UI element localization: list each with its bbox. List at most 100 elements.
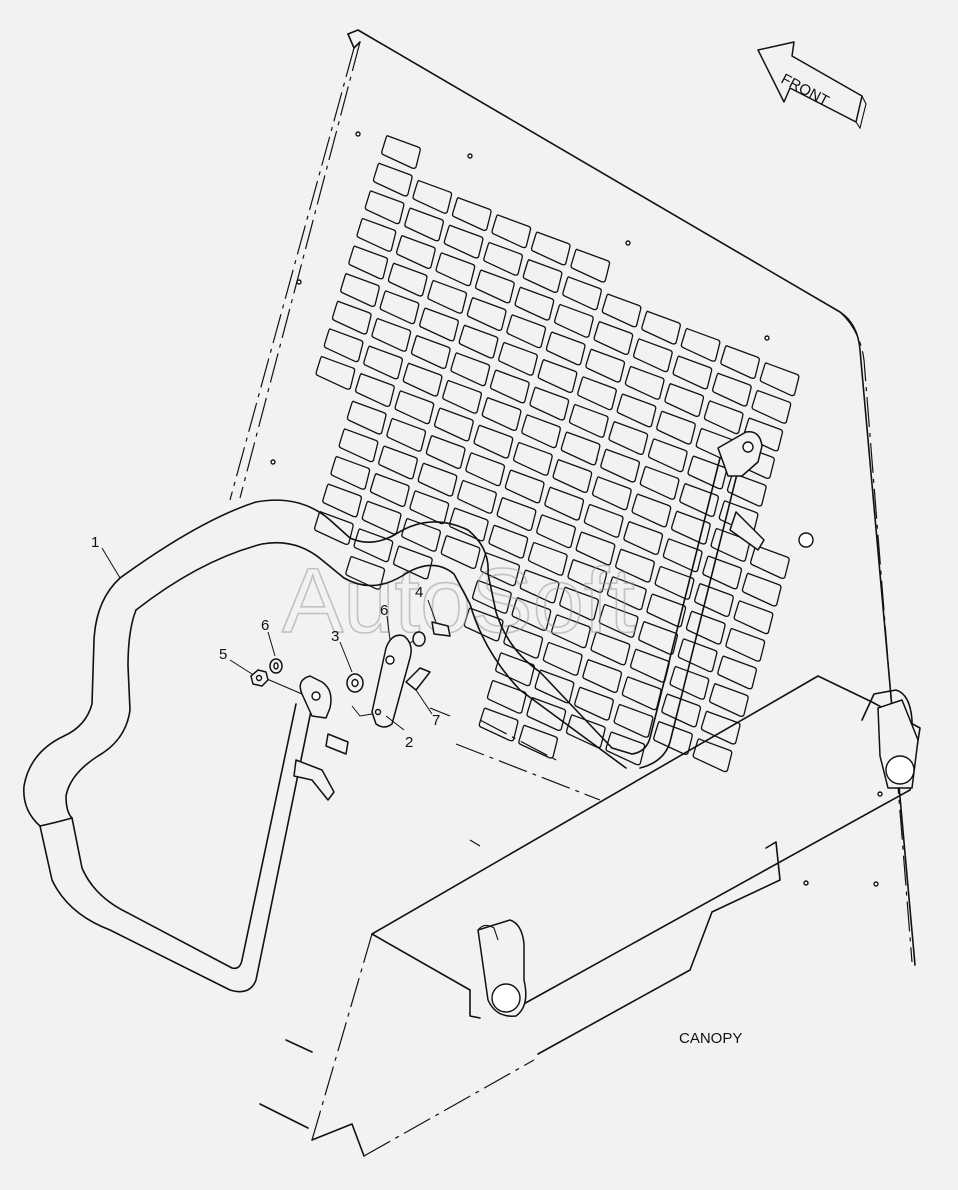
mesh-window-grid: [314, 135, 800, 773]
mesh-window: [363, 345, 403, 380]
mesh-window: [402, 362, 443, 397]
mesh-window: [685, 610, 726, 645]
mesh-window: [378, 445, 418, 480]
mesh-window: [570, 248, 611, 283]
mesh-window: [630, 648, 670, 683]
mesh-window: [717, 655, 757, 690]
mesh-window: [544, 486, 585, 521]
mesh-window: [451, 197, 492, 231]
callout-6-left: 6: [261, 617, 269, 634]
callouts: 1 2 3 4 5 6 6 7: [91, 534, 440, 751]
mesh-window: [353, 528, 394, 563]
mesh-window: [338, 428, 379, 463]
mesh-window: [518, 724, 558, 759]
mesh-window: [680, 327, 721, 362]
mesh-window: [440, 535, 481, 569]
mesh-window: [315, 355, 356, 390]
mesh-window: [679, 483, 719, 517]
mesh-window: [623, 521, 664, 555]
mesh-window: [394, 390, 435, 425]
mesh-window: [417, 462, 458, 497]
mesh-window: [521, 414, 561, 449]
mesh-window: [410, 335, 451, 369]
mesh-window: [600, 448, 640, 483]
guard-bar: [23, 499, 627, 993]
mesh-window: [519, 569, 560, 604]
mesh-window: [473, 424, 514, 459]
mesh-window: [542, 641, 583, 676]
mesh-window: [741, 572, 782, 607]
mesh-window: [379, 290, 420, 325]
mesh-window: [733, 600, 774, 635]
mesh-window: [478, 707, 519, 742]
mesh-window: [554, 303, 594, 338]
mesh-window: [662, 538, 703, 573]
mesh-window: [575, 531, 616, 566]
mesh-window: [412, 179, 453, 214]
mesh-window: [656, 410, 696, 445]
mesh-window: [529, 386, 570, 421]
mesh-window: [631, 493, 672, 528]
mesh-window: [369, 473, 410, 507]
mesh-window: [526, 697, 567, 731]
mesh-window: [513, 441, 553, 476]
washer: [412, 631, 426, 647]
mesh-window: [496, 497, 537, 531]
mesh-window: [419, 307, 459, 342]
mesh-window: [559, 586, 599, 621]
mesh-window: [677, 638, 718, 673]
mesh-window: [387, 262, 428, 297]
mesh-window: [647, 438, 688, 473]
mesh-window: [458, 324, 499, 359]
mesh-window: [694, 583, 734, 617]
hardware: [250, 621, 451, 728]
mesh-window: [427, 279, 468, 314]
mesh-window: [340, 273, 380, 307]
mesh-window: [527, 541, 568, 576]
mesh-window: [364, 190, 405, 225]
mesh-window: [568, 403, 609, 438]
mesh-window: [314, 511, 354, 545]
mesh-window: [393, 545, 433, 580]
mesh-window: [495, 652, 535, 687]
mesh-window: [653, 721, 693, 755]
mesh-window: [700, 710, 741, 745]
mesh-window: [601, 293, 642, 328]
mesh-window: [348, 245, 389, 280]
callout-1: 1: [91, 534, 99, 551]
mesh-window: [639, 465, 680, 500]
watermark: AutoSoft: [282, 550, 635, 652]
mesh-window: [641, 310, 681, 345]
mesh-window: [346, 400, 387, 435]
mesh-window: [590, 631, 631, 666]
mesh-window: [361, 500, 402, 535]
mesh-window: [750, 545, 790, 579]
mesh-window: [671, 510, 711, 545]
mesh-window: [443, 224, 484, 259]
mesh-window: [386, 417, 427, 452]
mesh-window: [425, 435, 466, 469]
mesh-window: [592, 476, 632, 511]
mesh-window: [434, 407, 474, 442]
mesh-window: [615, 548, 655, 583]
callout-6-right: 6: [380, 602, 388, 619]
mesh-window: [457, 479, 497, 514]
mesh-window: [465, 452, 506, 487]
mesh-window: [356, 217, 397, 252]
callout-5: 5: [219, 646, 227, 663]
mesh-window: [751, 389, 792, 424]
mesh-window: [672, 355, 713, 390]
mesh-window: [552, 459, 593, 493]
mesh-window: [567, 559, 608, 593]
mesh-window: [481, 397, 522, 431]
callout-7: 7: [432, 712, 440, 729]
mesh-window: [633, 338, 673, 373]
mesh-window: [606, 576, 647, 611]
mesh-window: [491, 214, 532, 249]
mesh-window: [330, 455, 371, 490]
mesh-window: [404, 207, 444, 242]
bolt: [431, 621, 451, 637]
front-arrow-icon: FRONT: [757, 41, 867, 130]
mesh-window: [725, 627, 766, 662]
